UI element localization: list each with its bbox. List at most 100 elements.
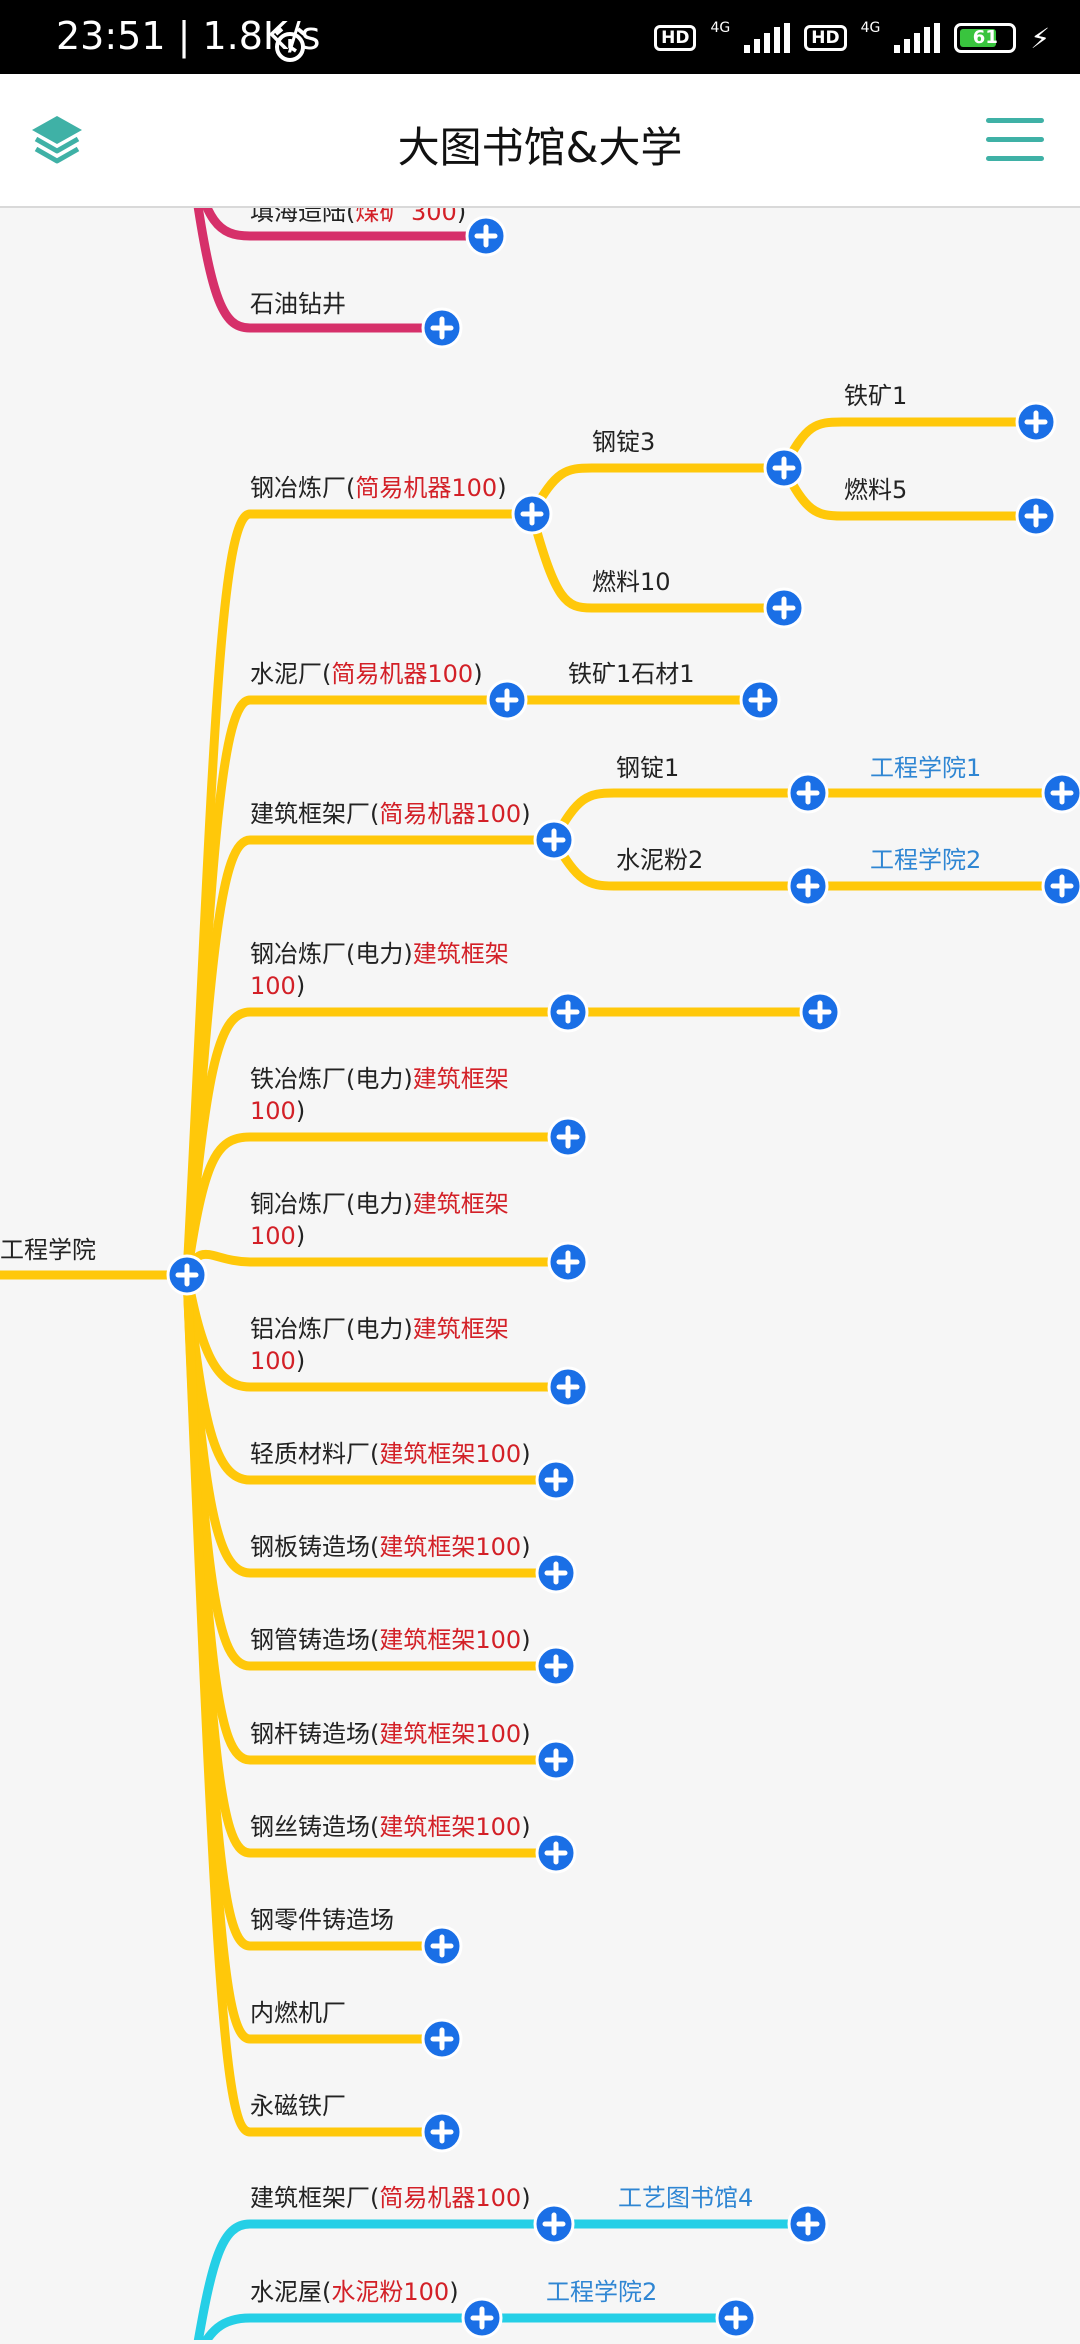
plus-icon <box>556 1375 580 1399</box>
expand-node-button[interactable] <box>1015 401 1057 443</box>
battery-icon: 61 <box>954 23 1017 53</box>
expand-node-button[interactable] <box>547 1116 589 1158</box>
plus-icon <box>544 1748 568 1772</box>
plus-icon <box>430 316 454 340</box>
yellow-branch-lines <box>0 417 1067 2137</box>
signal-icon-2 <box>894 23 941 53</box>
plus-icon <box>430 1934 454 1958</box>
expand-node-button[interactable] <box>715 2297 757 2339</box>
expand-node-button[interactable] <box>763 587 805 629</box>
link-label[interactable]: 工程学院2 <box>870 846 981 874</box>
plus-icon <box>772 596 796 620</box>
expand-node-button[interactable] <box>799 991 841 1033</box>
expand-node-button[interactable] <box>533 2203 575 2245</box>
status-icons: HD 4G HD 4G 61 ⚡ <box>654 18 1050 58</box>
expand-node-button[interactable] <box>461 2297 503 2339</box>
plus-icon <box>724 2306 748 2330</box>
expand-node-button[interactable] <box>787 2203 829 2245</box>
expand-node-button[interactable] <box>486 679 528 721</box>
expand-node-button[interactable] <box>787 772 829 814</box>
plus-icon <box>544 1654 568 1678</box>
expand-node-button[interactable] <box>547 1366 589 1408</box>
expand-node-button[interactable] <box>533 819 575 861</box>
expand-node-button[interactable] <box>535 1832 577 1874</box>
expand-node-button[interactable] <box>763 447 805 489</box>
battery-level: 61 <box>972 27 998 48</box>
expand-node-button[interactable] <box>535 1459 577 1501</box>
expand-node-button[interactable] <box>535 1552 577 1594</box>
node-label: 100) <box>250 1097 305 1125</box>
link-label[interactable]: 工程学院2 <box>546 2278 657 2306</box>
expand-node-button[interactable] <box>547 991 589 1033</box>
node-label: 100) <box>250 972 305 1000</box>
network-type-1: 4G <box>710 20 731 36</box>
expand-node-button[interactable] <box>547 1241 589 1283</box>
node-label: 100) <box>250 1222 305 1250</box>
plus-icon <box>470 2306 494 2330</box>
menu-icon[interactable] <box>986 118 1044 164</box>
mindmap-canvas[interactable]: 填海造陆(煤矿 300) 石油钻井 工程学院 钢冶炼厂(简易机器100) 钢锭3… <box>0 145 1080 2344</box>
app-bar: 大图书馆&大学 <box>0 74 1080 208</box>
plus-icon <box>796 874 820 898</box>
expand-node-button[interactable] <box>1041 772 1080 814</box>
mindmap: 填海造陆(煤矿 300) 石油钻井 工程学院 钢冶炼厂(简易机器100) 钢锭3… <box>0 145 1080 2344</box>
expand-node-button[interactable] <box>739 679 781 721</box>
node-label: 铜冶炼厂(电力)建筑框架 <box>250 1190 509 1218</box>
plus-icon <box>1024 504 1048 528</box>
expand-node-button[interactable] <box>535 1739 577 1781</box>
expand-node-button[interactable] <box>535 1645 577 1687</box>
plus-icon <box>808 1000 832 1024</box>
expand-node-button[interactable] <box>421 307 463 349</box>
node-label: 燃料5 <box>844 476 907 504</box>
plus-icon <box>556 1125 580 1149</box>
plus-icon <box>748 688 772 712</box>
network-type-2: 4G <box>860 20 881 36</box>
plus-icon <box>474 224 498 248</box>
plus-icon <box>556 1250 580 1274</box>
root-node-label: 工程学院 <box>0 1236 96 1264</box>
plus-icon <box>495 688 519 712</box>
node-label: 铁冶炼厂(电力)建筑框架 <box>250 1065 509 1093</box>
expand-node-button[interactable] <box>421 2111 463 2153</box>
expand-node-button[interactable] <box>166 1254 208 1296</box>
node-label: 100) <box>250 1347 305 1375</box>
plus-icon <box>430 2120 454 2144</box>
bolt-icon: ⚡ <box>1030 21 1050 55</box>
node-label: 铁矿1 <box>844 382 907 410</box>
plus-icon <box>544 1468 568 1492</box>
hd-badge-1: HD <box>654 25 697 51</box>
expand-node-button[interactable] <box>511 493 553 535</box>
node-label: 永磁铁厂 <box>250 2092 346 2120</box>
plus-icon <box>544 1561 568 1585</box>
expand-node-button[interactable] <box>787 865 829 907</box>
link-label[interactable]: 工艺图书馆4 <box>618 2184 753 2212</box>
node-label: 水泥粉2 <box>616 846 703 874</box>
node-label: 内燃机厂 <box>250 1999 346 2027</box>
layers-icon[interactable] <box>28 112 86 170</box>
plus-icon <box>542 2212 566 2236</box>
plus-icon <box>175 1263 199 1287</box>
node-label: 建筑框架厂(简易机器100) <box>250 2184 531 2212</box>
node-label: 钢杆铸造场(建筑框架100) <box>250 1720 531 1748</box>
alarm-icon <box>274 27 306 62</box>
expand-node-button[interactable] <box>1041 865 1080 907</box>
expand-node-button[interactable] <box>421 2018 463 2060</box>
plus-icon <box>772 456 796 480</box>
status-bar: 23:51 | 1.8K/s HD 4G HD 4G 61 ⚡ <box>0 0 1080 74</box>
plus-icon <box>1024 410 1048 434</box>
plus-icon <box>1050 874 1074 898</box>
node-label: 钢零件铸造场 <box>250 1906 394 1934</box>
expand-node-button[interactable] <box>465 215 507 257</box>
expand-node-button[interactable] <box>1015 495 1057 537</box>
node-label: 钢冶炼厂(电力)建筑框架 <box>250 940 509 968</box>
node-label: 铝冶炼厂(电力)建筑框架 <box>250 1315 509 1343</box>
plus-icon <box>542 828 566 852</box>
plus-icon <box>544 1841 568 1865</box>
link-label[interactable]: 工程学院1 <box>870 754 981 782</box>
node-label: 钢锭3 <box>592 428 655 456</box>
plus-icon <box>556 1000 580 1024</box>
node-label: 钢冶炼厂(简易机器100) <box>250 474 507 502</box>
node-label: 水泥屋(水泥粉100) <box>250 2278 459 2306</box>
expand-node-button[interactable] <box>421 1925 463 1967</box>
plus-icon <box>1050 781 1074 805</box>
